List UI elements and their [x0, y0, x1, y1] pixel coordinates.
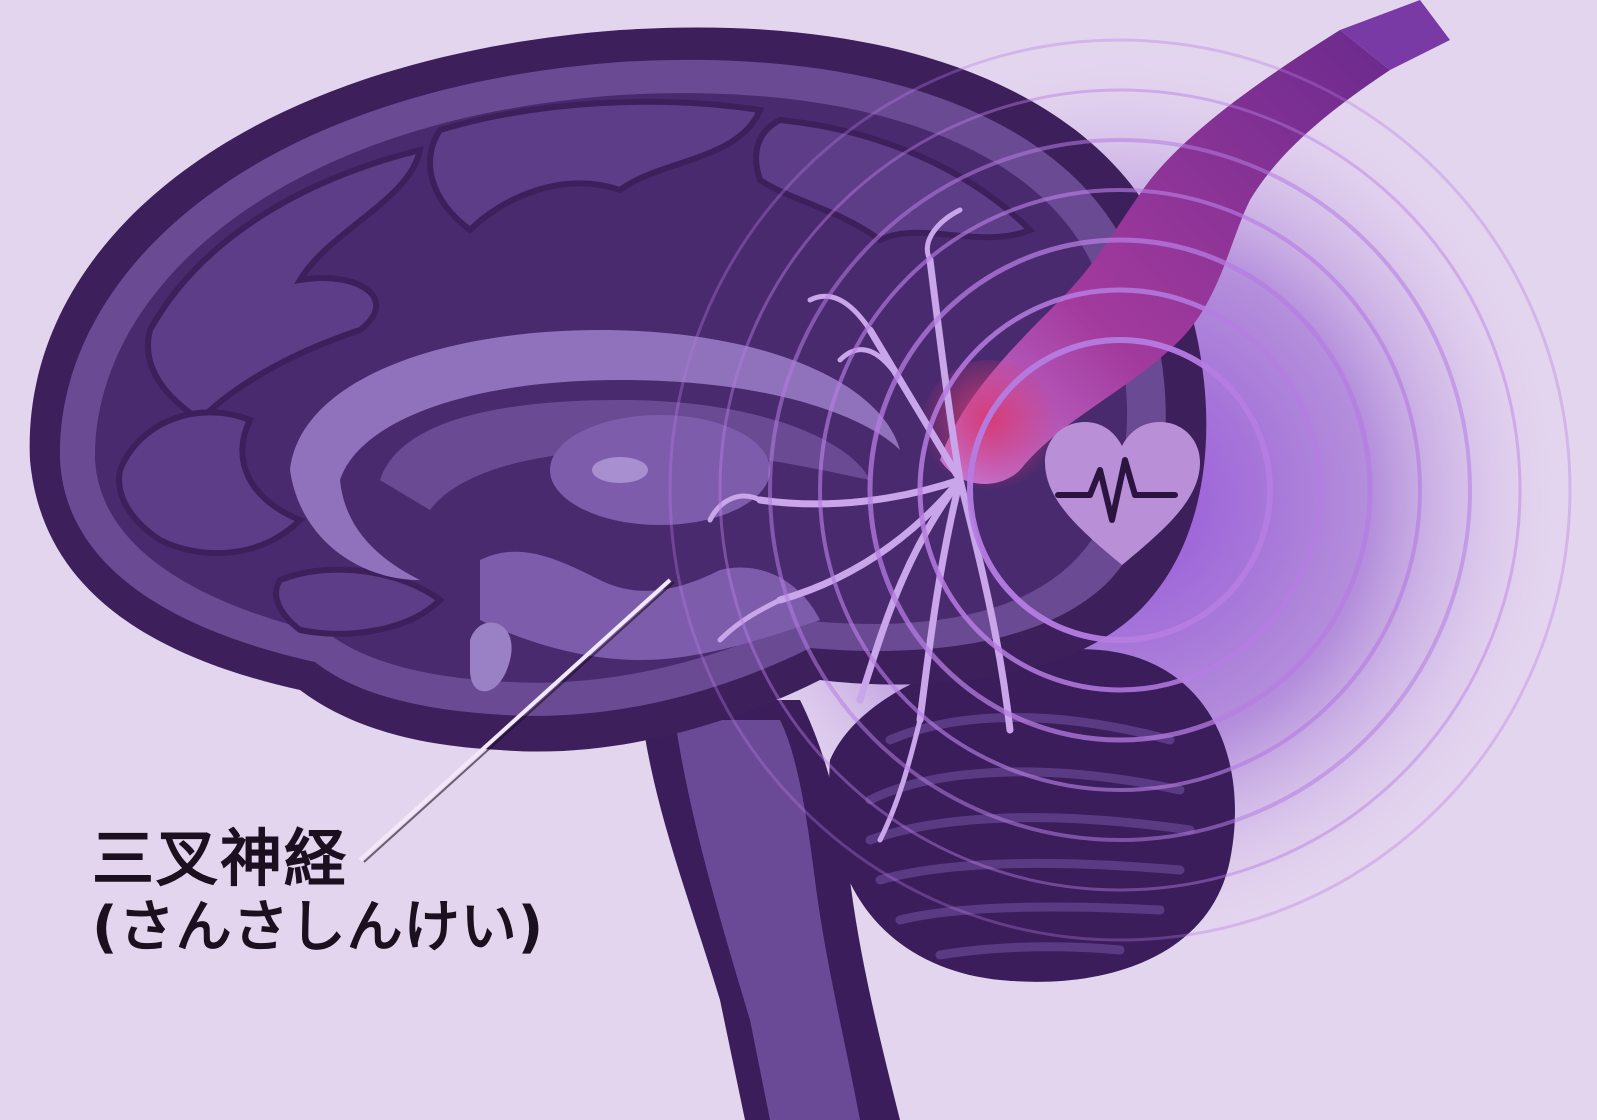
- nerve-label: 三叉神経 (さんさしんけい): [92, 822, 544, 961]
- thalamus: [550, 415, 770, 525]
- nerve-reading: (さんさしんけい): [92, 895, 544, 961]
- nerve-name: 三叉神経: [92, 822, 544, 895]
